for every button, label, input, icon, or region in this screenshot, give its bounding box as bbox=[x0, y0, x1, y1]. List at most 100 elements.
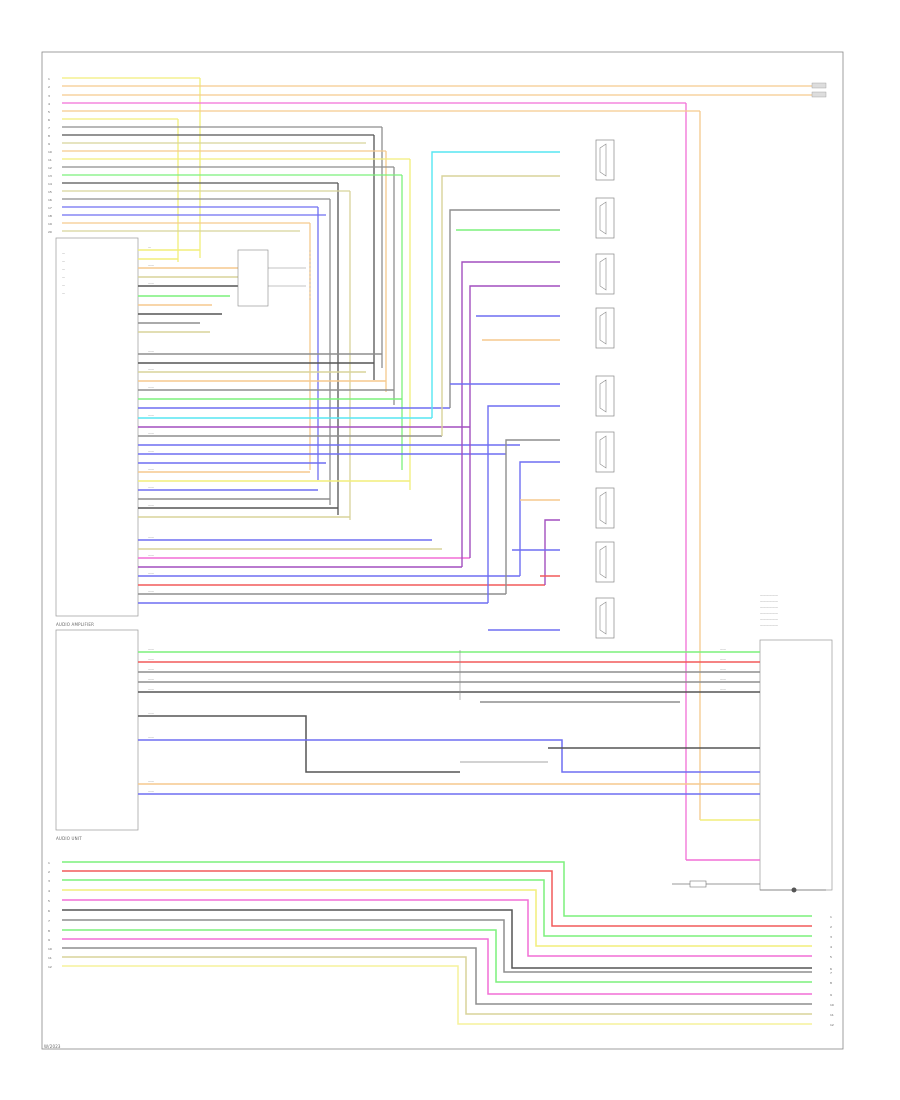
wire-tags: ————— —————— —————— —————— —————— —— bbox=[148, 245, 154, 593]
svg-text:9: 9 bbox=[48, 938, 50, 942]
svg-text:5: 5 bbox=[830, 955, 832, 959]
svg-text:5: 5 bbox=[48, 110, 50, 114]
speaker-icon bbox=[595, 487, 615, 529]
speaker-icon bbox=[595, 597, 615, 639]
svg-text:——————: —————— bbox=[760, 611, 778, 615]
svg-text:19: 19 bbox=[48, 222, 52, 226]
svg-text:——: —— bbox=[148, 711, 154, 715]
svg-text:2: 2 bbox=[830, 925, 832, 929]
svg-text:——: —— bbox=[720, 667, 726, 671]
svg-text:11: 11 bbox=[830, 1013, 834, 1017]
speaker-icon bbox=[595, 375, 615, 417]
svg-text:——: —— bbox=[148, 535, 154, 539]
svg-text:14: 14 bbox=[48, 182, 52, 186]
svg-text:6: 6 bbox=[48, 118, 50, 122]
svg-text:9: 9 bbox=[830, 993, 832, 997]
right-module-box bbox=[759, 639, 833, 891]
svg-text:9: 9 bbox=[48, 142, 50, 146]
svg-text:10: 10 bbox=[48, 150, 52, 154]
upper-connector-box bbox=[55, 629, 139, 831]
svg-text:——: —— bbox=[720, 677, 726, 681]
svg-text:2: 2 bbox=[48, 85, 50, 89]
svg-text:——: —— bbox=[148, 647, 154, 651]
amplifier-wires bbox=[138, 249, 545, 604]
svg-text:12: 12 bbox=[830, 1023, 834, 1027]
lower-connector-title: AUDIO UNIT bbox=[56, 836, 82, 841]
svg-text:8: 8 bbox=[48, 134, 50, 138]
svg-text:8: 8 bbox=[48, 929, 50, 933]
diagram-frame bbox=[41, 51, 844, 1050]
speaker-icon bbox=[595, 431, 615, 473]
svg-text:7: 7 bbox=[48, 126, 50, 130]
svg-text:13: 13 bbox=[48, 174, 52, 178]
svg-text:2: 2 bbox=[48, 870, 50, 874]
svg-text:—: — bbox=[62, 259, 65, 263]
svg-text:5: 5 bbox=[48, 899, 50, 903]
speakers bbox=[595, 139, 615, 639]
svg-text:4: 4 bbox=[48, 102, 50, 106]
speaker-icon bbox=[595, 541, 615, 583]
svg-text:11: 11 bbox=[48, 956, 52, 960]
fuse-icon bbox=[689, 880, 707, 888]
svg-text:——: —— bbox=[148, 667, 154, 671]
svg-text:1: 1 bbox=[48, 861, 50, 865]
svg-text:20: 20 bbox=[48, 230, 52, 234]
svg-text:——: —— bbox=[148, 657, 154, 661]
svg-text:11: 11 bbox=[48, 158, 52, 162]
svg-text:3: 3 bbox=[830, 935, 832, 939]
svg-text:12: 12 bbox=[48, 965, 52, 969]
amplifier-pin-labels: ——— ——— bbox=[62, 251, 65, 295]
svg-text:——: —— bbox=[148, 571, 154, 575]
svg-text:——: —— bbox=[148, 735, 154, 739]
svg-text:—: — bbox=[62, 267, 65, 271]
speaker-feed-wires bbox=[431, 151, 560, 631]
svg-text:3: 3 bbox=[48, 879, 50, 883]
amplifier-connector-box bbox=[55, 237, 139, 617]
svg-text:——: —— bbox=[148, 553, 154, 557]
speaker-icon bbox=[595, 197, 615, 239]
svg-text:15: 15 bbox=[48, 190, 52, 194]
svg-text:1: 1 bbox=[830, 915, 832, 919]
footer-code: W/2023 bbox=[44, 1044, 61, 1049]
svg-text:——: —— bbox=[148, 485, 154, 489]
svg-text:—: — bbox=[62, 275, 65, 279]
svg-text:4: 4 bbox=[830, 945, 832, 949]
svg-text:1: 1 bbox=[48, 77, 50, 81]
svg-text:——: —— bbox=[148, 413, 154, 417]
svg-text:7: 7 bbox=[830, 971, 832, 975]
svg-text:3: 3 bbox=[48, 94, 50, 98]
svg-text:——: —— bbox=[148, 367, 154, 371]
svg-text:——————: —————— bbox=[760, 605, 778, 609]
svg-text:——: —— bbox=[148, 449, 154, 453]
speaker-icon bbox=[595, 139, 615, 181]
speaker-icon bbox=[595, 307, 615, 349]
svg-text:——: —— bbox=[148, 263, 154, 267]
svg-text:16: 16 bbox=[48, 198, 52, 202]
svg-text:6: 6 bbox=[830, 967, 832, 971]
svg-text:——————: —————— bbox=[760, 599, 778, 603]
svg-text:——: —— bbox=[148, 431, 154, 435]
middle-tags: —————— —————— —————— —————— ———— bbox=[148, 647, 726, 793]
svg-text:——: —— bbox=[148, 349, 154, 353]
top-right-terminals bbox=[811, 82, 827, 98]
svg-text:——: —— bbox=[720, 687, 726, 691]
svg-text:——————: —————— bbox=[760, 593, 778, 597]
svg-text:——: —— bbox=[720, 647, 726, 651]
svg-text:18: 18 bbox=[48, 214, 52, 218]
svg-text:——: —— bbox=[148, 687, 154, 691]
svg-text:—: — bbox=[62, 291, 65, 295]
svg-text:—: — bbox=[148, 245, 151, 249]
svg-text:——: —— bbox=[148, 503, 154, 507]
svg-text:——: —— bbox=[148, 789, 154, 793]
svg-text:7: 7 bbox=[48, 919, 50, 923]
svg-text:——: —— bbox=[148, 779, 154, 783]
svg-text:——: —— bbox=[720, 657, 726, 661]
svg-text:——: —— bbox=[148, 467, 154, 471]
svg-text:—: — bbox=[62, 283, 65, 287]
svg-text:——: —— bbox=[148, 385, 154, 389]
fuse-ground bbox=[672, 880, 826, 893]
bottom-harness bbox=[62, 861, 812, 1025]
svg-text:——————: —————— bbox=[760, 623, 778, 627]
